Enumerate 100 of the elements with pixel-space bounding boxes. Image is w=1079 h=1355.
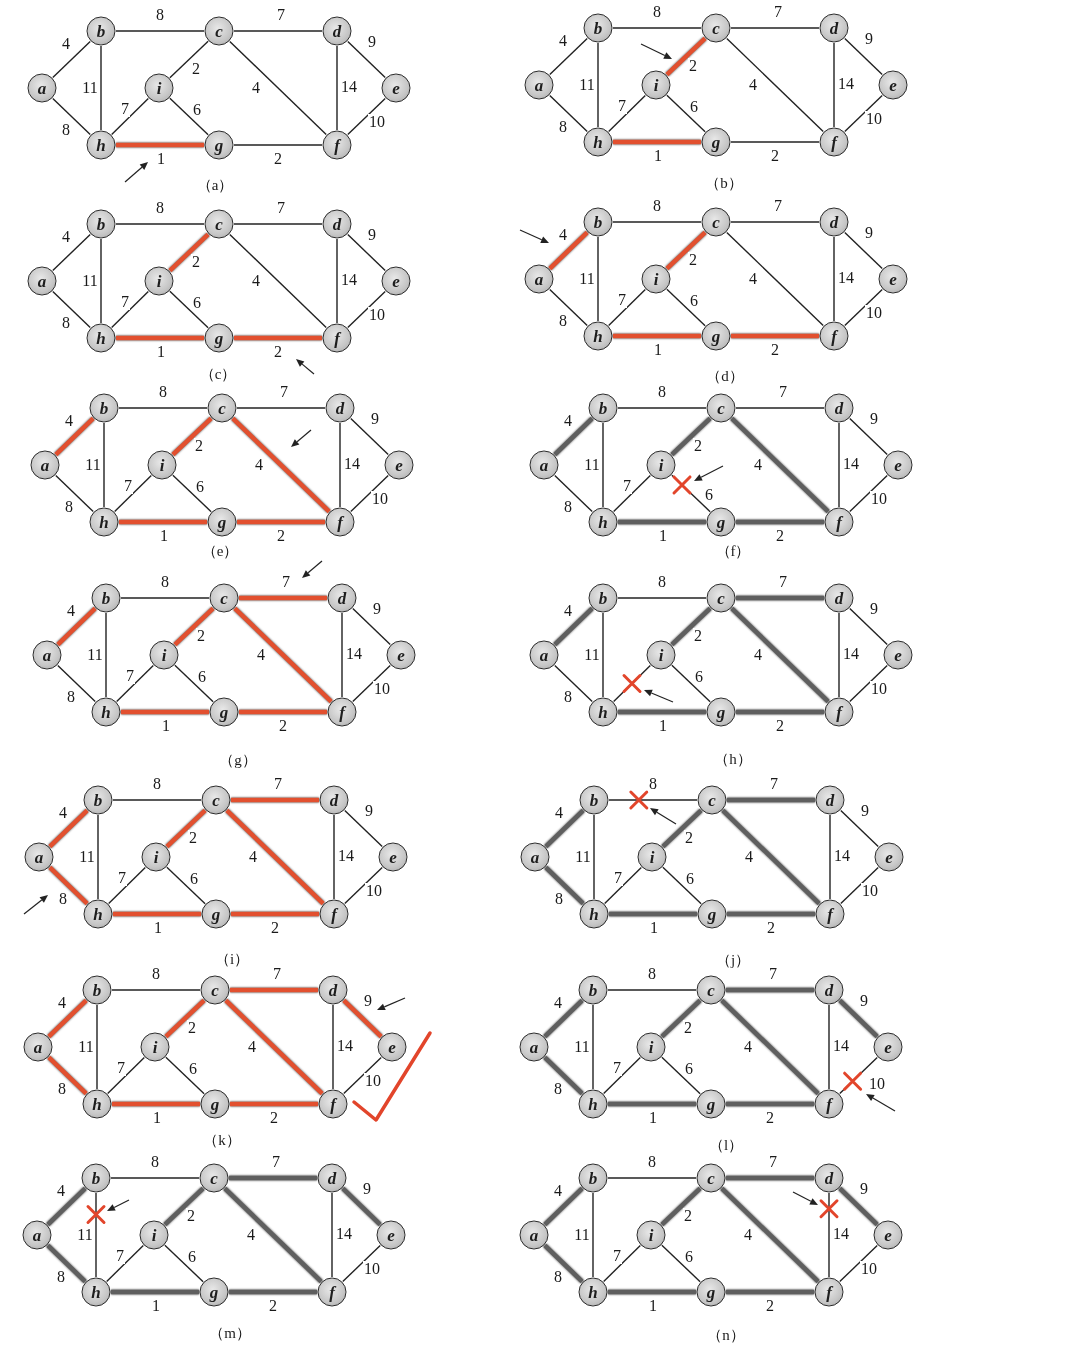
- panel-caption: （m）: [209, 1325, 251, 1341]
- edge-weight: 7: [768, 1154, 778, 1170]
- graph-vertex: e: [377, 1032, 407, 1062]
- graph-edge: [95, 1192, 97, 1278]
- edge-weight: 6: [684, 1061, 694, 1077]
- graph-vertex: f: [819, 321, 849, 351]
- highlighted-edge: [609, 911, 697, 917]
- highlighted-edge: [548, 230, 589, 271]
- graph-vertex: c: [207, 393, 237, 423]
- graph-edge: [333, 814, 335, 900]
- graph-vertex: h: [583, 127, 613, 157]
- graph-edge: [549, 37, 588, 76]
- edge-weight: 8: [657, 384, 667, 400]
- edge-weight: 8: [57, 1081, 67, 1097]
- edge-weight: 10: [870, 681, 888, 697]
- graph-vertex: d: [327, 583, 357, 613]
- graph-edge: [341, 612, 343, 698]
- graph-vertex: d: [819, 207, 849, 237]
- edge-weight: 4: [563, 413, 573, 429]
- graph-edge: [554, 664, 593, 703]
- graph-vertex: i: [139, 1220, 169, 1250]
- edge-weight: 11: [84, 457, 102, 473]
- edge-weight: 10: [865, 111, 883, 127]
- graph-vertex: c: [697, 785, 727, 815]
- edge-weight: 10: [364, 1073, 382, 1089]
- edge-weight: 11: [574, 849, 592, 865]
- edge-weight: 11: [578, 77, 596, 93]
- edge-weight: 6: [192, 102, 202, 118]
- graph-vertex: b: [83, 785, 113, 815]
- graph-vertex: h: [588, 697, 618, 727]
- graph-edge: [347, 233, 386, 272]
- graph-vertex: d: [318, 975, 348, 1005]
- edge-weight: 8: [558, 119, 568, 135]
- highlighted-edge: [736, 595, 824, 601]
- edge-weight: 9: [364, 803, 374, 819]
- graph-vertex: c: [199, 1163, 229, 1193]
- graph-edge: [549, 94, 588, 133]
- graph-vertex: i: [646, 450, 676, 480]
- edge-weight: 8: [61, 315, 71, 331]
- graph-vertex: g: [701, 127, 731, 157]
- edge-weight: 8: [151, 966, 161, 982]
- edge-weight: 2: [684, 830, 694, 846]
- highlighted-edge: [230, 1101, 318, 1107]
- edge-weight: 9: [859, 993, 869, 1009]
- highlighted-edge: [231, 416, 331, 514]
- edge-weight: 10: [371, 491, 389, 507]
- edge-weight: 14: [336, 1038, 354, 1054]
- graph-edge: [116, 664, 154, 703]
- graph-edge: [735, 407, 825, 409]
- edge-weight: 8: [56, 1269, 66, 1285]
- edge-weight: 6: [187, 1249, 197, 1265]
- edge-weight: 9: [869, 601, 879, 617]
- graph-vertex: d: [815, 785, 845, 815]
- highlighted-edge: [660, 998, 702, 1039]
- graph-edge: [597, 236, 599, 322]
- edge-weight: 10: [861, 883, 879, 899]
- edge-weight: 6: [684, 1249, 694, 1265]
- edge-weight: 2: [188, 830, 198, 846]
- graph-vertex: b: [583, 207, 613, 237]
- edge-weight: 2: [276, 528, 286, 544]
- graph-edge: [350, 417, 389, 456]
- highlighted-edge: [726, 1101, 814, 1107]
- edge-weight: 10: [368, 114, 386, 130]
- graph-vertex: f: [318, 1089, 348, 1119]
- edge-weight: 7: [612, 1248, 622, 1264]
- edge-weight: 8: [150, 1154, 160, 1170]
- graph-vertex: b: [588, 393, 618, 423]
- graph-edge: [103, 422, 105, 508]
- edge-weight: 8: [563, 499, 573, 515]
- edge-weight: 4: [247, 1039, 257, 1055]
- highlighted-edge: [720, 1186, 820, 1284]
- panel-caption: （k）: [203, 1132, 241, 1148]
- edge-weight: 4: [558, 227, 568, 243]
- edge-weight: 2: [693, 438, 703, 454]
- edge-weight: 11: [81, 80, 99, 96]
- highlighted-edge: [239, 595, 327, 601]
- graph-edge: [352, 607, 391, 646]
- edge-weight: 1: [649, 920, 659, 936]
- highlighted-edge: [726, 1289, 814, 1295]
- edge-weight: 8: [61, 122, 71, 138]
- edge-weight: 7: [768, 966, 778, 982]
- graph-edge: [350, 474, 389, 513]
- highlighted-edge: [608, 1289, 696, 1295]
- graph-edge: [603, 1056, 641, 1095]
- highlighted-edge: [223, 1186, 323, 1284]
- edge-weight: 7: [272, 966, 282, 982]
- graph-edge: [342, 1244, 381, 1283]
- edge-weight: 7: [116, 1060, 126, 1076]
- edge-weight: 7: [117, 870, 127, 886]
- highlighted-edge: [234, 335, 322, 341]
- edge-weight: 9: [864, 31, 874, 47]
- graph-vertex: i: [646, 640, 676, 670]
- graph-vertex: e: [384, 450, 414, 480]
- graph-vertex: e: [381, 73, 411, 103]
- graph-vertex: f: [814, 1277, 844, 1307]
- edge-weight: 4: [748, 271, 758, 287]
- graph-edge: [613, 474, 651, 513]
- graph-vertex: c: [696, 1163, 726, 1193]
- graph-edge: [838, 612, 840, 698]
- graph-edge: [838, 422, 840, 508]
